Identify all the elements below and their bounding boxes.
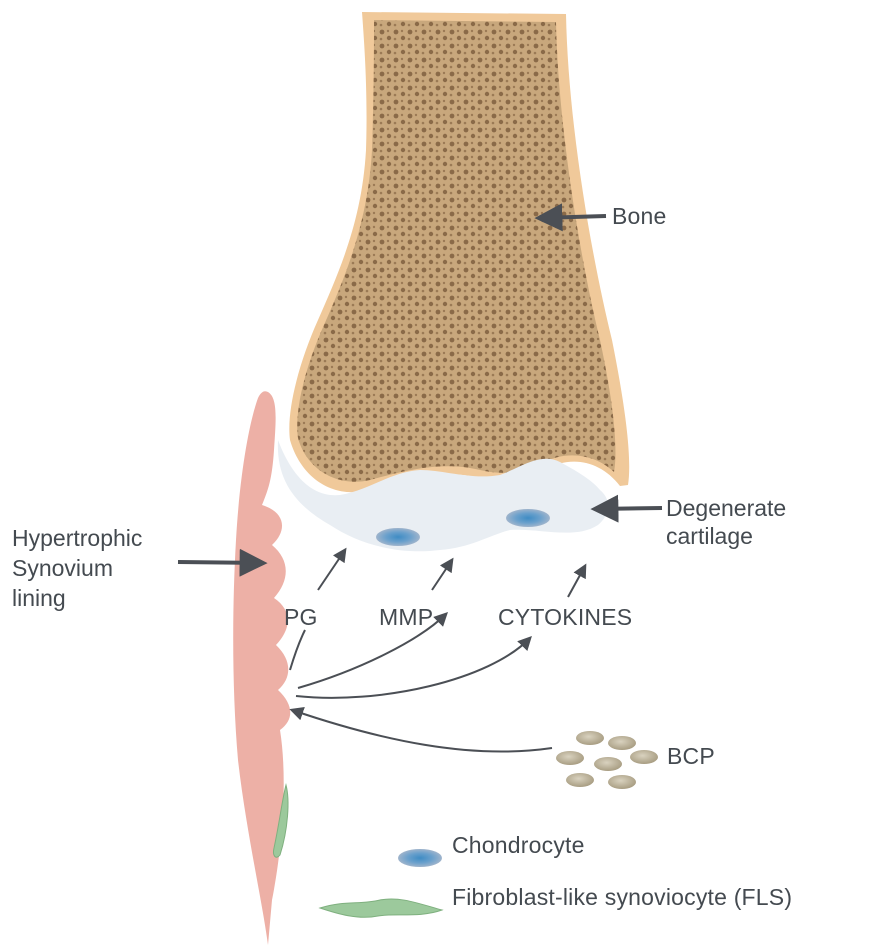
label-synovium-line3: lining: [12, 583, 142, 613]
cytokines-arrow: [568, 566, 585, 597]
chondrocyte-cell: [376, 528, 420, 546]
label-synovium-line2: Synovium: [12, 553, 142, 583]
synovium-to-cytokines-arrow: [296, 638, 530, 698]
label-cytokines: CYTOKINES: [498, 603, 632, 631]
mmp-arrow: [432, 560, 452, 590]
label-hypertrophic-synovium: Hypertrophic Synovium lining: [12, 523, 142, 613]
label-chondrocyte: Chondrocyte: [452, 831, 585, 859]
synovium-pointer-arrow: [178, 562, 262, 563]
label-bone: Bone: [612, 202, 667, 230]
cartilage-pointer-arrow: [596, 508, 662, 509]
label-synovium-line1: Hypertrophic: [12, 523, 142, 553]
bone-pointer-arrow: [540, 216, 606, 218]
label-pg: PG: [284, 603, 318, 631]
chondrocyte-cell: [506, 509, 550, 527]
label-degenerate-cartilage: Degenerate cartilage: [666, 494, 786, 550]
legend-fls: [320, 899, 442, 917]
label-degenerate-line1: Degenerate: [666, 494, 786, 522]
mediator-arrows: [290, 550, 585, 752]
label-mmp: MMP: [379, 603, 433, 631]
label-bcp: BCP: [667, 742, 715, 770]
to-pg-arrow: [290, 630, 305, 670]
synovium-lining: [233, 391, 290, 945]
bcp-crystals: [556, 731, 658, 789]
pg-arrow: [318, 550, 345, 590]
label-fls: Fibroblast-like synoviocyte (FLS): [452, 883, 792, 911]
bcp-to-synovium-arrow: [292, 710, 552, 752]
label-degenerate-line2: cartilage: [666, 522, 786, 550]
legend-chondrocyte: [398, 849, 442, 867]
